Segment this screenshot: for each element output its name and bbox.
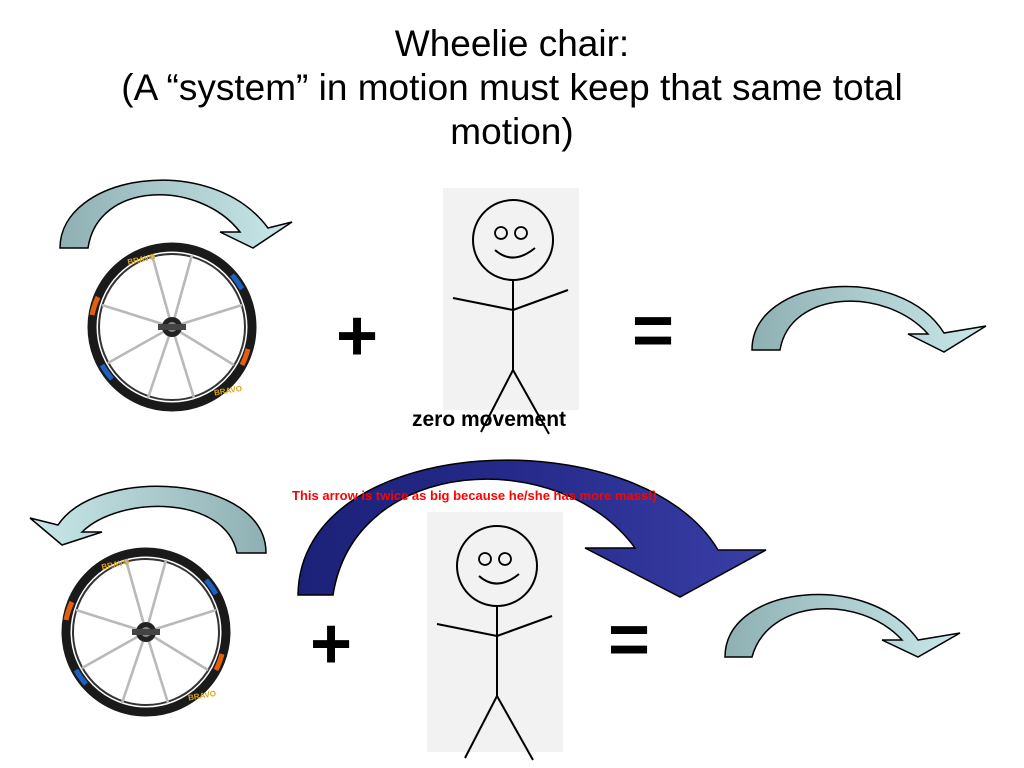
zero-movement-caption: zero movement: [412, 408, 567, 431]
row2-big-arrow-icon: [297, 459, 767, 598]
row1-plus-sign: +: [336, 296, 379, 376]
row1-person-icon: [443, 188, 579, 435]
slide-title: Wheelie chair: (A “system” in motion mus…: [0, 22, 1024, 154]
row1-wheel-icon: [92, 247, 252, 407]
row1-result-arrow-icon: [751, 285, 987, 353]
row2-wheel-arrow-icon: [29, 485, 267, 554]
row1-wheel-arrow-icon: [59, 179, 293, 249]
title-line-1: Wheelie chair:: [394, 23, 630, 64]
row1-equals-sign: =: [632, 291, 675, 371]
mass-note: This arrow is twice as big because he/sh…: [292, 488, 657, 503]
row2-person-icon: [427, 512, 563, 761]
row2-result-arrow-icon: [724, 593, 961, 658]
title-line-3: motion): [450, 111, 574, 152]
row2-plus-sign: +: [310, 604, 353, 684]
title-line-2: (A “system” in motion must keep that sam…: [121, 67, 903, 108]
row2-wheel-icon: [66, 552, 226, 712]
row2-equals-sign: =: [608, 600, 651, 680]
